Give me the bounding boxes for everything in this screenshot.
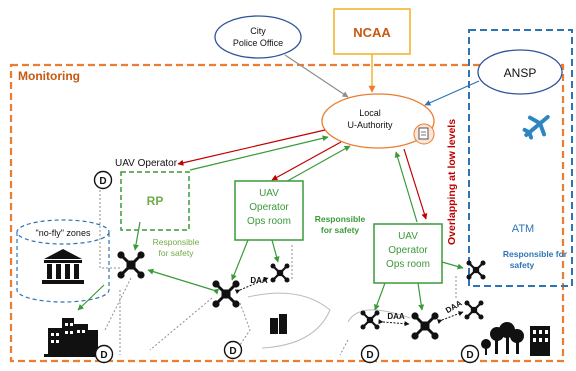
ops2-to-drone3-arrow xyxy=(441,261,464,270)
building-icon xyxy=(270,314,287,334)
trees-icon xyxy=(481,322,524,355)
daa-label: DAA xyxy=(250,276,268,285)
police-to-authority-arrow xyxy=(284,54,349,98)
ops-room-1-node xyxy=(234,180,304,241)
local-u-authority-label-2: U-Authority xyxy=(347,120,393,130)
trajectory-arc-1 xyxy=(247,292,331,349)
no-fly-zones xyxy=(16,219,110,303)
responsible-label-1b: for safety xyxy=(159,248,195,258)
flight-paths xyxy=(99,190,457,356)
ops-room-1-label-3: Ops room xyxy=(247,216,291,227)
svg-text:D: D xyxy=(99,176,106,187)
city-police-label-2: Police Office xyxy=(233,38,283,48)
drone-icon xyxy=(115,249,147,281)
ncaa-label: NCAA xyxy=(353,25,391,40)
daa-label: DAA xyxy=(387,312,405,321)
authority-to-ops1-arrow xyxy=(271,141,342,181)
daa-arrow xyxy=(436,311,464,324)
ncaa-node xyxy=(333,8,411,55)
uav-operator-label: UAV Operator xyxy=(115,158,178,169)
d-marker-icon: D xyxy=(94,344,114,364)
trajectory-arc-2 xyxy=(347,309,411,323)
ops2-to-drone-arrow xyxy=(374,282,386,311)
ops2-to-authority-arrow xyxy=(394,151,418,223)
d-marker-icon: D xyxy=(93,170,113,190)
rp-node xyxy=(120,171,190,231)
responsible-label-2b: for safety xyxy=(321,225,360,235)
ops-room-2-node xyxy=(373,223,443,284)
svg-text:D: D xyxy=(229,346,236,357)
ansp-label: ANSP xyxy=(504,66,537,80)
drone-to-city-arrow xyxy=(77,284,105,311)
svg-text:D: D xyxy=(366,350,373,361)
drone-link-arrow xyxy=(147,268,220,295)
ops-room-1-label-2: Operator xyxy=(249,202,289,213)
ops-room-1-label: UAV xyxy=(259,188,279,199)
d-marker-icon: D xyxy=(223,340,243,360)
monitoring-label: Monitoring xyxy=(18,69,80,83)
rp-to-drone-arrow xyxy=(132,221,141,251)
responsible-label-1: Responsible xyxy=(153,237,200,247)
daa-arrow xyxy=(378,319,410,327)
ops-room-2-label-3: Ops room xyxy=(386,259,430,270)
ops2-to-drone2-arrow xyxy=(417,282,425,311)
atm-responsible-label-2: safety xyxy=(510,260,535,270)
ansp-node xyxy=(477,49,563,95)
atm-label: ATM xyxy=(512,223,534,235)
ops1-to-authority-arrow xyxy=(281,145,351,185)
d-marker-icon: D xyxy=(360,344,380,364)
drone-icon xyxy=(269,262,291,284)
local-u-authority-label: Local xyxy=(359,108,381,118)
ansp-to-authority-arrow xyxy=(424,80,480,106)
daa-label: DAA xyxy=(444,298,464,315)
monitoring-region xyxy=(9,63,565,363)
rp-label: RP xyxy=(147,194,164,208)
government-building-icon xyxy=(42,249,84,284)
city-police-node xyxy=(214,15,302,59)
drone-icon xyxy=(210,278,242,310)
drone-icon xyxy=(359,309,381,331)
operator-to-authority-arrow xyxy=(189,135,329,171)
no-fly-zones-label: "no-fly" zones xyxy=(36,228,91,238)
ops-room-2-label-2: Operator xyxy=(388,245,428,256)
authority-to-operator-arrow xyxy=(177,129,326,166)
document-icon xyxy=(413,123,435,145)
d-marker-icon: D xyxy=(460,344,480,364)
daa-arrow xyxy=(234,277,269,295)
atm-region xyxy=(468,29,573,287)
ops1-to-drone-arrow xyxy=(231,239,249,281)
drone-icon xyxy=(463,299,485,321)
authority-to-ops2-arrow xyxy=(403,148,428,220)
airplane-icon xyxy=(522,115,550,140)
building-icon xyxy=(530,326,550,356)
responsible-label-2: Responsible xyxy=(315,214,366,224)
ops1-to-drone2-arrow xyxy=(271,239,280,263)
atm-responsible-label: Responsible for xyxy=(503,249,568,259)
local-u-authority-node xyxy=(321,93,435,149)
drone-icon xyxy=(409,310,441,342)
svg-text:D: D xyxy=(466,350,473,361)
ops-room-2-label: UAV xyxy=(398,231,418,242)
overlapping-label: Overlapping at low levels xyxy=(446,119,458,245)
svg-text:D: D xyxy=(100,350,107,361)
city-police-label: City xyxy=(250,26,266,36)
